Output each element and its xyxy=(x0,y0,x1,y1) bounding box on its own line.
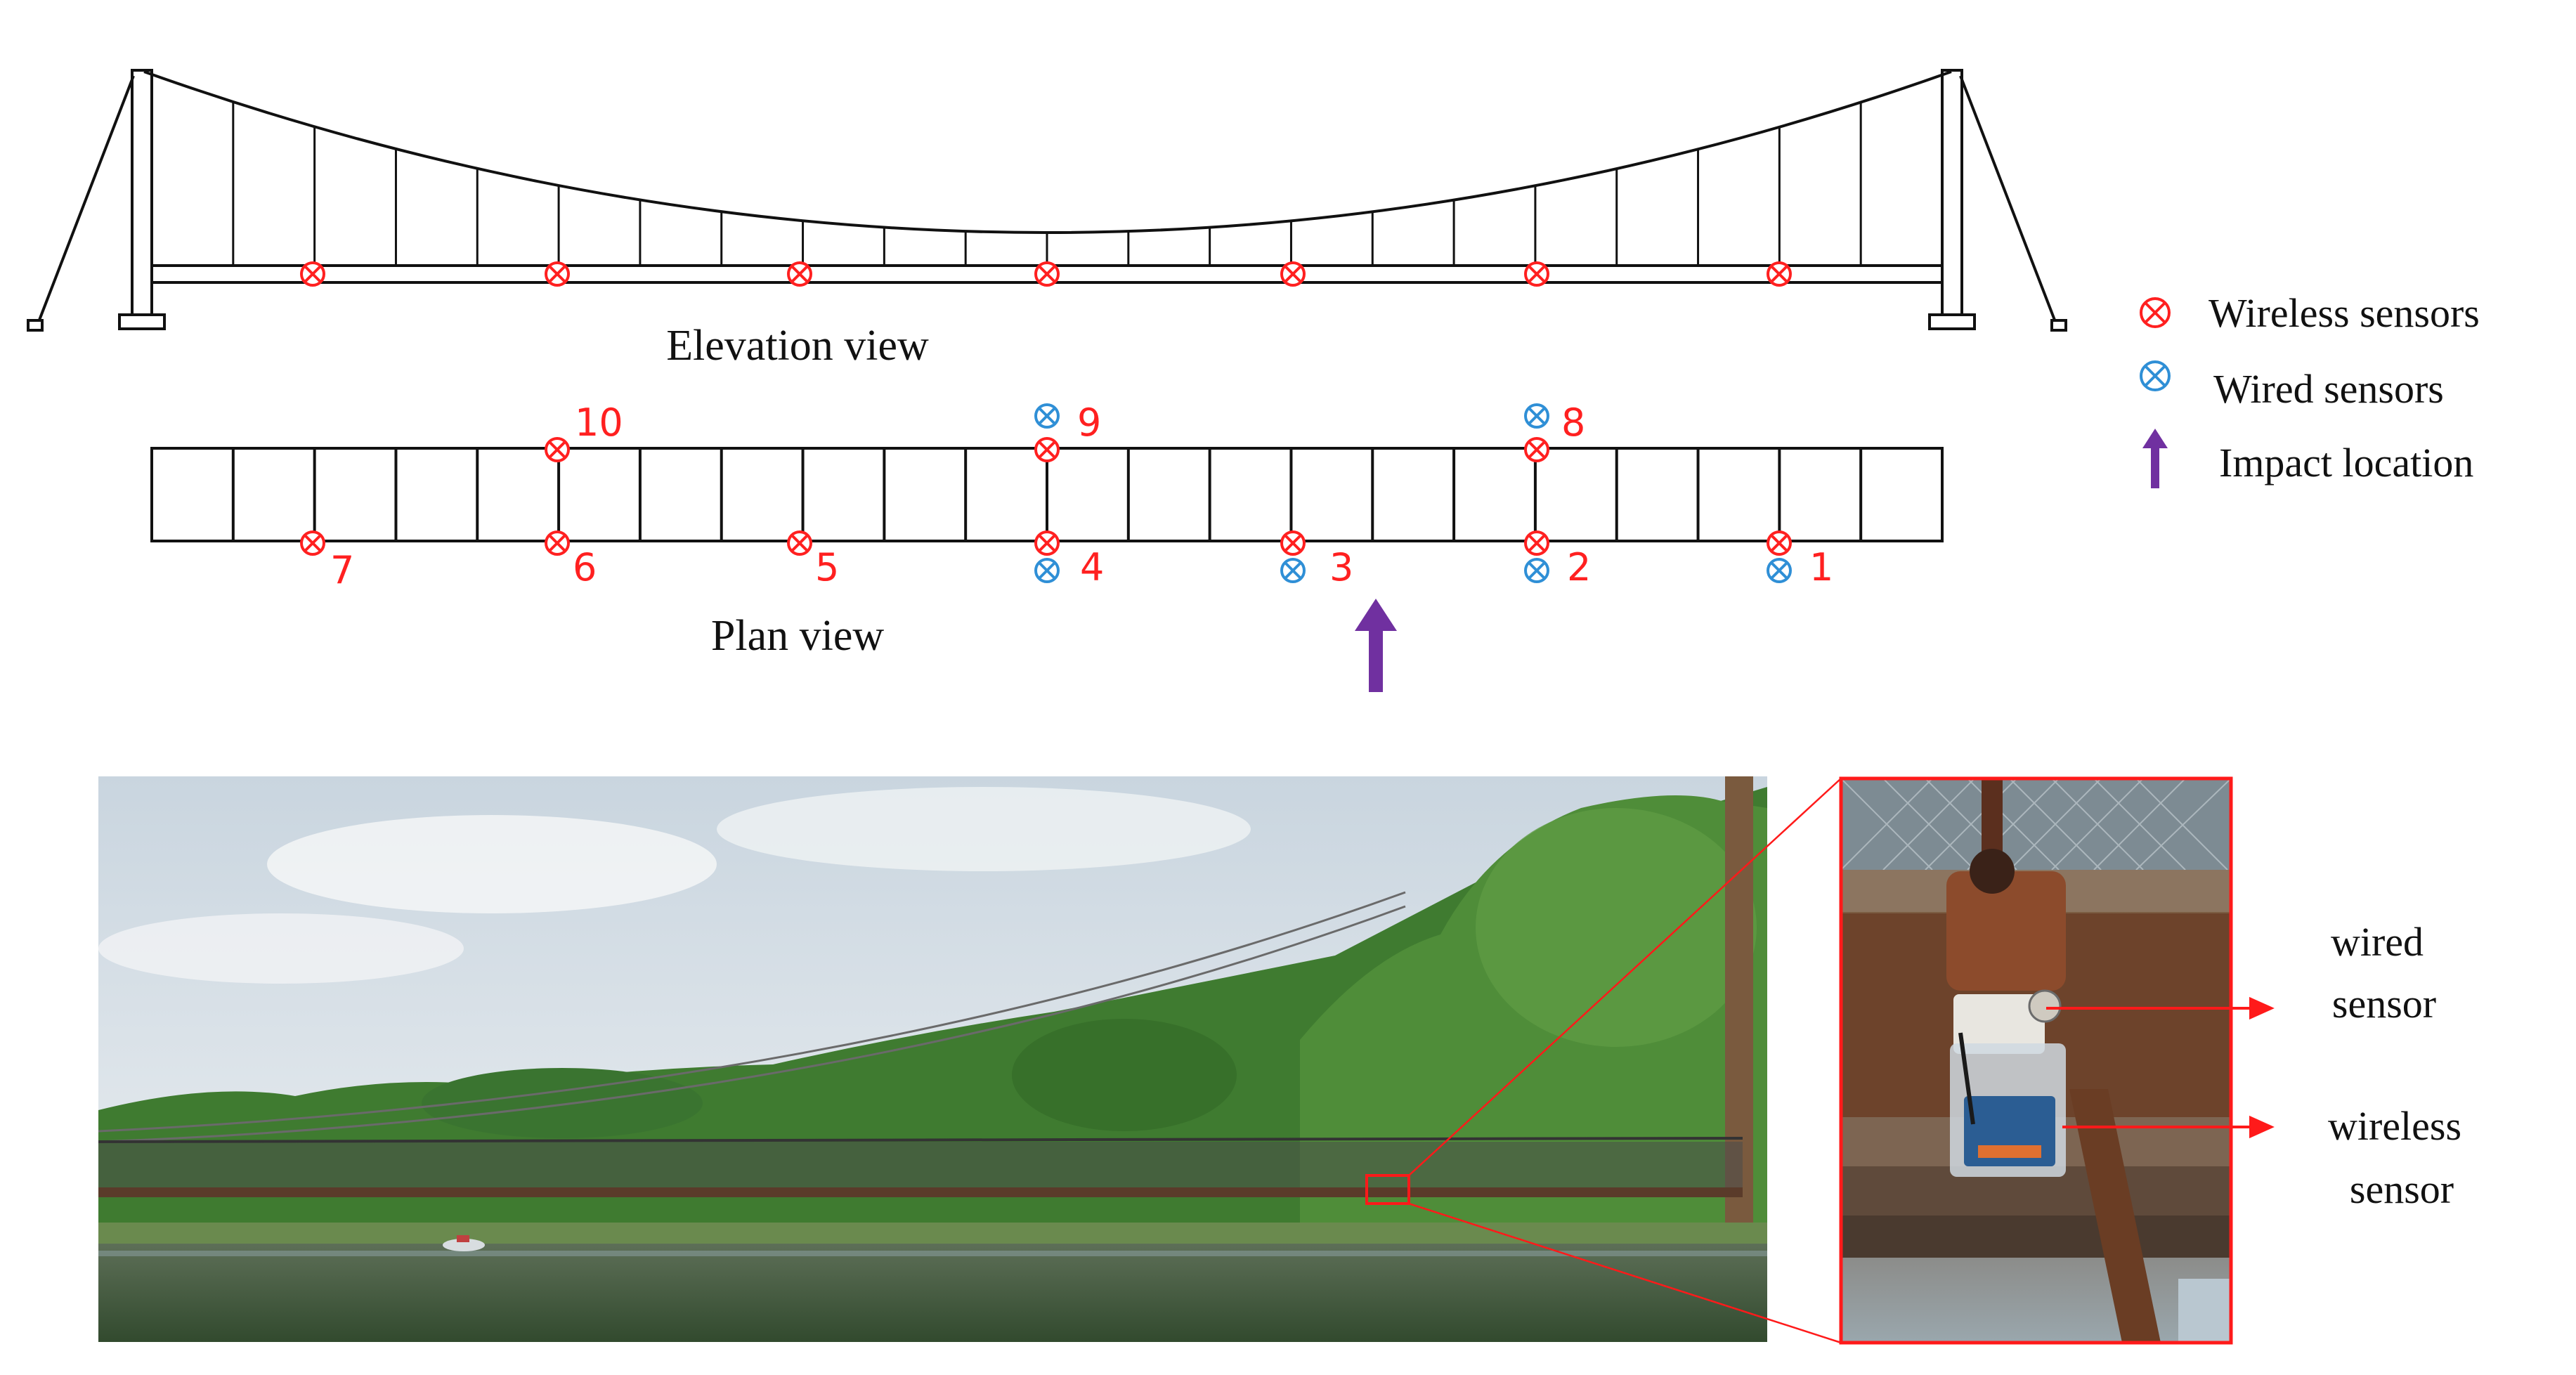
circled-x-icon xyxy=(545,530,570,556)
elevation-caption: Elevation view xyxy=(666,322,929,370)
legend: Wireless sensors Wired sensors Impact lo… xyxy=(2140,290,2480,488)
circled-x-icon xyxy=(2140,360,2171,391)
circled-x-icon xyxy=(1280,558,1306,583)
sensor-number-label: 6 xyxy=(573,545,597,589)
sensor-number-label: 4 xyxy=(1080,545,1104,589)
photo-highlight-box xyxy=(1365,1174,1410,1205)
elevation-sensors xyxy=(300,261,1792,287)
circled-x-icon xyxy=(1034,403,1060,429)
plan-caption: Plan view xyxy=(711,612,884,660)
wired-sensor-label-2: sensor xyxy=(2332,981,2436,1027)
circled-x-icon xyxy=(1034,530,1060,556)
sensor-number-label: 3 xyxy=(1329,545,1353,589)
inset-border xyxy=(1839,776,2233,1345)
wired-sensor-label-1: wired xyxy=(2331,919,2424,965)
callout-arrows xyxy=(2046,996,2275,1139)
circled-x-icon xyxy=(1280,530,1306,556)
circled-x-icon xyxy=(300,261,325,287)
legend-impact-label: Impact location xyxy=(2219,440,2473,486)
circled-x-icon xyxy=(1034,558,1060,583)
circled-x-icon xyxy=(1767,261,1792,287)
plan-sensor-labels: 1 2 3 4 5 6 7 8 9 10 xyxy=(330,400,1833,592)
circled-x-icon xyxy=(1524,437,1549,462)
circled-x-icon xyxy=(787,530,812,556)
circled-x-icon xyxy=(1524,558,1549,583)
circled-x-icon xyxy=(1524,530,1549,556)
circled-x-icon xyxy=(1767,530,1792,556)
circled-x-icon xyxy=(1034,437,1060,462)
circled-x-icon xyxy=(545,261,570,287)
sensor-number-label: 9 xyxy=(1077,400,1101,445)
plan-sensors xyxy=(300,403,1792,583)
circled-x-icon xyxy=(1280,261,1306,287)
sensor-number-label: 8 xyxy=(1561,400,1585,445)
circled-x-icon xyxy=(787,261,812,287)
circled-x-icon xyxy=(1034,261,1060,287)
sensor-inset-photo xyxy=(1841,778,2231,1343)
legend-wireless-label: Wireless sensors xyxy=(2209,290,2480,336)
elevation-view xyxy=(27,69,2067,332)
up-arrow-icon xyxy=(1355,599,1397,692)
sensor-number-label: 7 xyxy=(330,548,354,592)
right-tower xyxy=(1928,69,2067,332)
circled-x-icon xyxy=(300,530,325,556)
legend-wired-label: Wired sensors xyxy=(2213,366,2444,412)
sensor-number-label: 10 xyxy=(575,400,623,445)
up-arrow-icon xyxy=(2142,429,2168,488)
circled-x-icon xyxy=(1524,261,1549,287)
left-tower xyxy=(27,69,166,332)
sensor-number-label: 2 xyxy=(1567,545,1591,589)
main-cable xyxy=(143,70,1952,234)
circled-x-icon xyxy=(1767,558,1792,583)
sensor-number-label: 5 xyxy=(815,545,839,589)
sensor-number-label: 1 xyxy=(1809,545,1833,589)
circled-x-icon xyxy=(2140,297,2171,328)
bridge-photo xyxy=(98,776,1767,1342)
circled-x-icon xyxy=(1524,403,1549,429)
wireless-sensor-label-2: sensor xyxy=(2350,1166,2454,1212)
circled-x-icon xyxy=(545,437,570,462)
hangers xyxy=(232,101,1862,266)
zoom-lines xyxy=(1408,778,1842,1344)
wireless-sensor-label-1: wireless xyxy=(2328,1103,2461,1149)
